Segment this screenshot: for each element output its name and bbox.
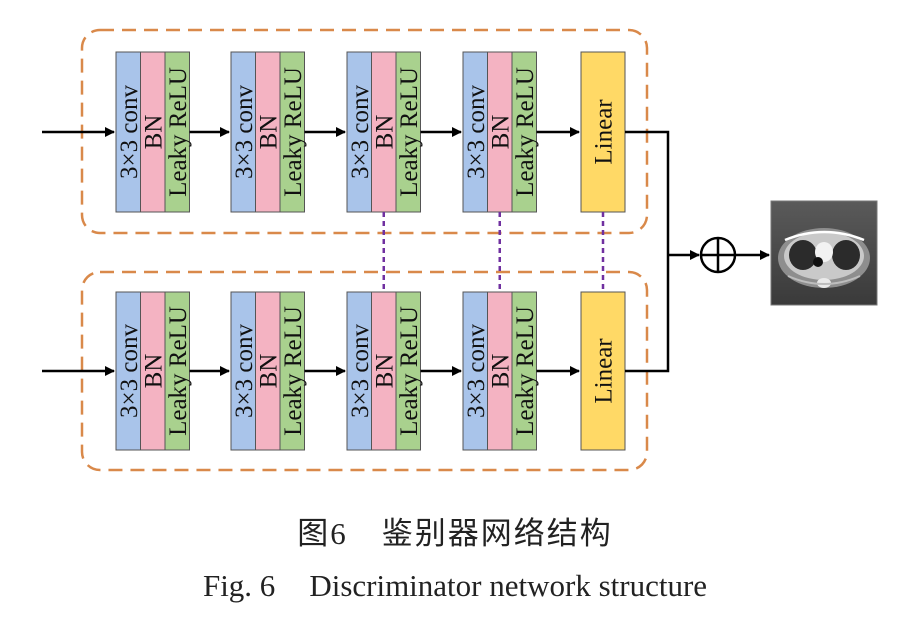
relu-label: Leaky ReLU — [280, 67, 307, 197]
relu-strip — [279, 291, 305, 451]
relu-label: Leaky ReLU — [396, 306, 423, 436]
conv-strip — [346, 51, 372, 213]
caption-en-text: Discriminator network structure — [309, 568, 708, 603]
relu-strip — [511, 51, 537, 213]
relu-label: Leaky ReLU — [396, 67, 423, 197]
bn-strip — [487, 291, 513, 451]
relu-label: Leaky ReLU — [280, 306, 307, 436]
linear-box — [580, 291, 626, 451]
bn-label: BN — [255, 115, 282, 150]
conv-strip — [115, 291, 141, 451]
relu-strip — [395, 51, 421, 213]
caption-chinese: 图6 鉴别器网络结构 — [0, 508, 910, 553]
bn-label: BN — [255, 354, 282, 389]
merge-connector — [625, 130, 670, 373]
conv-label: 3×3 conv — [463, 324, 490, 418]
bn-label: BN — [140, 354, 167, 389]
caption-english: Fig. 6 Discriminator network structure — [0, 568, 910, 604]
ct-scan-image — [770, 200, 878, 306]
conv-label: 3×3 conv — [231, 85, 258, 179]
conv-label: 3×3 conv — [116, 85, 143, 179]
branch-1-linear-block: Linear — [580, 51, 626, 213]
conv-strip — [230, 51, 256, 213]
relu-strip — [279, 51, 305, 213]
bn-label: BN — [487, 354, 514, 389]
conv-label: 3×3 conv — [347, 85, 374, 179]
merge-operator — [699, 236, 737, 274]
relu-label: Leaky ReLU — [512, 67, 539, 197]
conv-strip — [462, 291, 488, 451]
conv-strip — [115, 51, 141, 213]
conv-label: 3×3 conv — [231, 324, 258, 418]
bn-label: BN — [487, 115, 514, 150]
bn-label: BN — [371, 354, 398, 389]
conv-label: 3×3 conv — [116, 324, 143, 418]
linear-box — [580, 51, 626, 213]
caption-zh-label: 图6 — [297, 516, 348, 551]
conv-strip — [230, 291, 256, 451]
linear-label: Linear — [591, 99, 618, 165]
relu-strip — [164, 291, 190, 451]
linear-label: Linear — [591, 338, 618, 404]
caption-zh-text: 鉴别器网络结构 — [381, 516, 613, 551]
conv-label: 3×3 conv — [463, 85, 490, 179]
relu-label: Leaky ReLU — [512, 306, 539, 436]
relu-strip — [164, 51, 190, 213]
bn-label: BN — [140, 115, 167, 150]
conv-strip — [462, 51, 488, 213]
conv-strip — [346, 291, 372, 451]
conv-label: 3×3 conv — [347, 324, 374, 418]
bn-strip — [371, 291, 397, 451]
bn-strip — [255, 51, 281, 213]
branch-2-linear-block: Linear — [580, 291, 626, 451]
caption-en-label: Fig. 6 — [202, 568, 276, 603]
relu-label: Leaky ReLU — [165, 306, 192, 436]
relu-label: Leaky ReLU — [165, 67, 192, 197]
bn-strip — [140, 291, 166, 451]
bn-label: BN — [371, 115, 398, 150]
bn-strip — [255, 291, 281, 451]
relu-strip — [511, 291, 537, 451]
